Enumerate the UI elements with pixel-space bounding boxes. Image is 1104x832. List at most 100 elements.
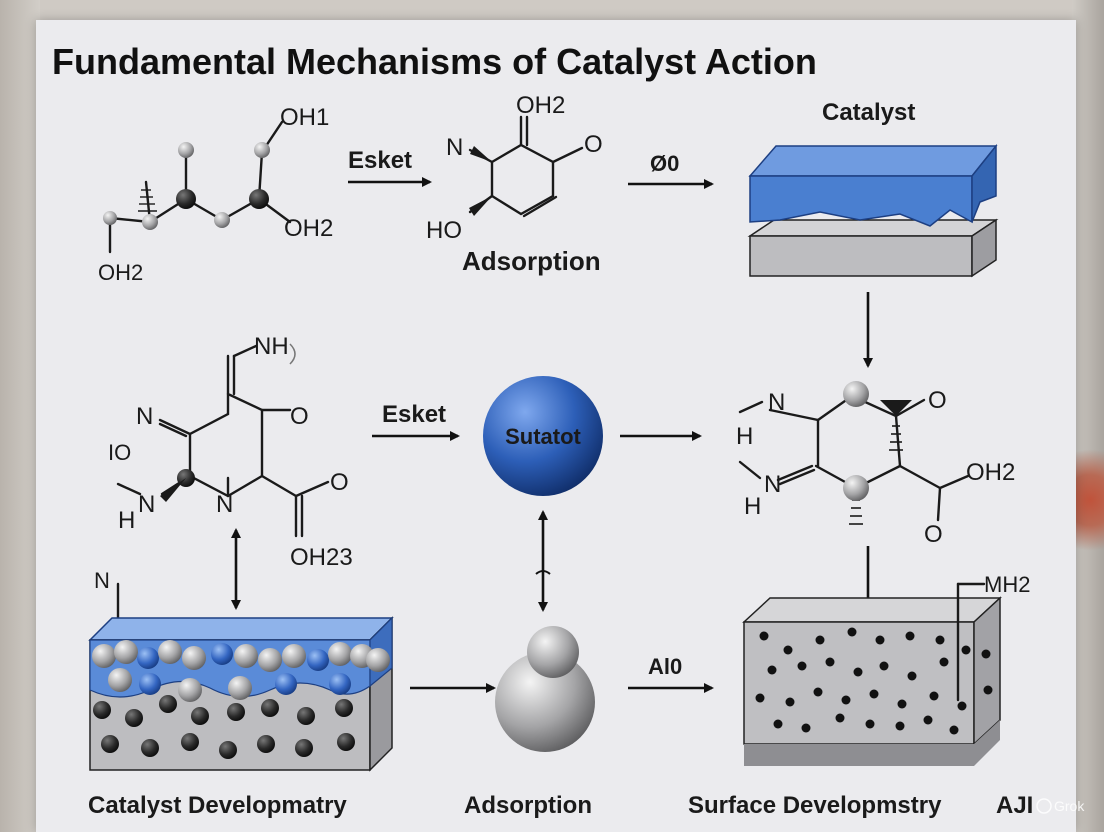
surface-site-dot: [773, 719, 783, 729]
arrow-label: Esket: [348, 147, 412, 174]
surface-site-dot: [949, 725, 959, 735]
surface-site-dot: [835, 713, 845, 723]
molecule-mid-left: NH O N IO N H N O OH23: [108, 333, 353, 571]
surface-site-dot: [825, 657, 835, 667]
catalyst-caption: Catalyst: [822, 99, 915, 126]
hydrogen-atom: [254, 142, 270, 158]
surface-site-dot: [797, 661, 807, 671]
catalyst-sphere: Sutatot: [483, 376, 603, 496]
arrow-label: Al0: [648, 654, 682, 679]
sphere-label: Sutatot: [505, 424, 581, 449]
hydrogen-atom: [214, 212, 230, 228]
surface-particle: [92, 644, 116, 668]
surface-site-dot: [879, 661, 889, 671]
atom-label: IO: [108, 440, 131, 465]
surface-site-dot: [853, 667, 863, 677]
atom-label: OH2: [98, 260, 143, 285]
substrate-atom: [191, 707, 209, 725]
product-molecule: [495, 626, 595, 752]
surface-site-dot: [939, 657, 949, 667]
surface-particle: [258, 648, 282, 672]
catalyst-block: Catalyst: [747, 99, 999, 278]
surface-site-dot: [755, 693, 765, 703]
caption-catalyst-development: Catalyst Developmatry: [88, 792, 347, 819]
hydrogen-atom: [142, 214, 158, 230]
surface-site-dot: [895, 721, 905, 731]
surface-site-dot: [935, 635, 945, 645]
surface-site-dot: [875, 635, 885, 645]
surface-site-dot: [905, 631, 915, 641]
watermark-text: Grok: [1054, 798, 1085, 814]
arrow-label: Ø0: [650, 151, 679, 176]
surface-particle: [366, 648, 390, 672]
molecule-top-mid: OH2 N O HO Adsorption: [426, 92, 603, 276]
surface-sites: [755, 627, 993, 735]
surface-site-dot: [957, 701, 967, 711]
atom-label: N: [138, 491, 155, 518]
atom-label: N: [216, 491, 233, 518]
atom-label: OH1: [280, 104, 329, 131]
adsorbate-particle: [329, 673, 351, 695]
molecule-top-left: OH1 OH2 OH2: [98, 104, 333, 285]
caption-surface-development: Surface Developmstry: [688, 792, 942, 819]
watermark-icon: [1036, 798, 1052, 814]
surface-site-dot: [923, 715, 933, 725]
substrate-atom: [257, 735, 275, 753]
surface-block-right: MH2: [742, 572, 1030, 766]
adsorption-caption: Adsorption: [462, 246, 601, 276]
surface-particle: [178, 678, 202, 702]
surface-particle: [158, 640, 182, 664]
atom-label: O: [290, 403, 309, 430]
substrate-atom: [219, 741, 237, 759]
adsorbate-particle: [307, 649, 329, 671]
carbon-atom: [249, 189, 269, 209]
surface-particle: [108, 668, 132, 692]
surface-site-dot: [929, 691, 939, 701]
adsorbate-particle: [139, 673, 161, 695]
atom-label: O: [584, 131, 603, 158]
atom-label: N: [764, 471, 781, 498]
diagram-title: Fundamental Mechanisms of Catalyst Actio…: [52, 41, 817, 82]
hydrogen-atom: [178, 142, 194, 158]
substrate-atom: [261, 699, 279, 717]
hydrogen-atom: [103, 211, 117, 225]
substrate-atom: [125, 709, 143, 727]
atom-label: OH23: [290, 544, 353, 571]
atom-label: O: [330, 469, 349, 496]
atom-label: NH: [254, 333, 289, 360]
atom-label: H: [118, 507, 135, 534]
atom-label: O: [928, 387, 947, 414]
substrate-atom: [295, 739, 313, 757]
substrate-atom: [337, 733, 355, 751]
atom-label: HO: [426, 217, 462, 244]
substrate-atom: [227, 703, 245, 721]
surface-site-dot: [847, 627, 857, 637]
background-left: [0, 0, 40, 832]
substrate-atom: [335, 699, 353, 717]
surface-particle: [328, 642, 352, 666]
surface-site-dot: [815, 635, 825, 645]
adsorbed-particles: [92, 640, 390, 759]
surface-site-dot: [813, 687, 823, 697]
atom-label: OH2: [516, 92, 565, 119]
surface-site-dot: [961, 645, 971, 655]
substrate-atom: [297, 707, 315, 725]
substrate-atom: [181, 733, 199, 751]
surface-particle: [234, 644, 258, 668]
surface-site-dot: [841, 695, 851, 705]
surface-site-dot: [897, 699, 907, 709]
molecule-mid-right: N H O N H OH2 O: [736, 381, 1015, 548]
surface-particle: [228, 676, 252, 700]
corner-label: MH2: [984, 572, 1030, 597]
adsorbate-particle: [275, 673, 297, 695]
substrate-atom: [159, 695, 177, 713]
surface-particle: [114, 640, 138, 664]
caption-adsorption: Adsorption: [464, 792, 592, 819]
surface-site-dot: [981, 649, 991, 659]
surface-site-dot: [869, 689, 879, 699]
surface-site-dot: [767, 665, 777, 675]
hydrogen-atom: [843, 475, 869, 501]
atom-label: N: [446, 134, 463, 161]
atom-label: OH2: [966, 459, 1015, 486]
hydrogen-atom: [843, 381, 869, 407]
